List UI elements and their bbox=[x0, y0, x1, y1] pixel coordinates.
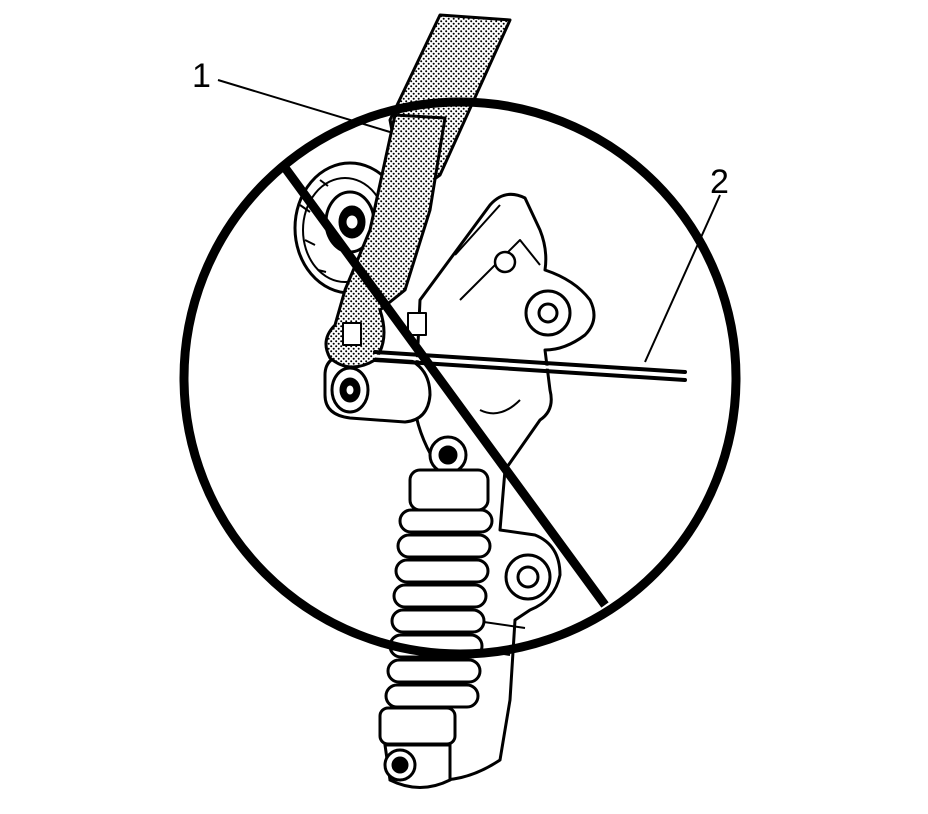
callout-label-2: 2 bbox=[710, 163, 729, 201]
prohibition-icon bbox=[179, 97, 741, 659]
tensioner-spring bbox=[378, 468, 494, 789]
callout-label-1: 1 bbox=[192, 57, 211, 95]
lower-pivot bbox=[323, 353, 468, 475]
wrench-tool bbox=[324, 113, 447, 369]
callout-leaders bbox=[217, 79, 721, 363]
